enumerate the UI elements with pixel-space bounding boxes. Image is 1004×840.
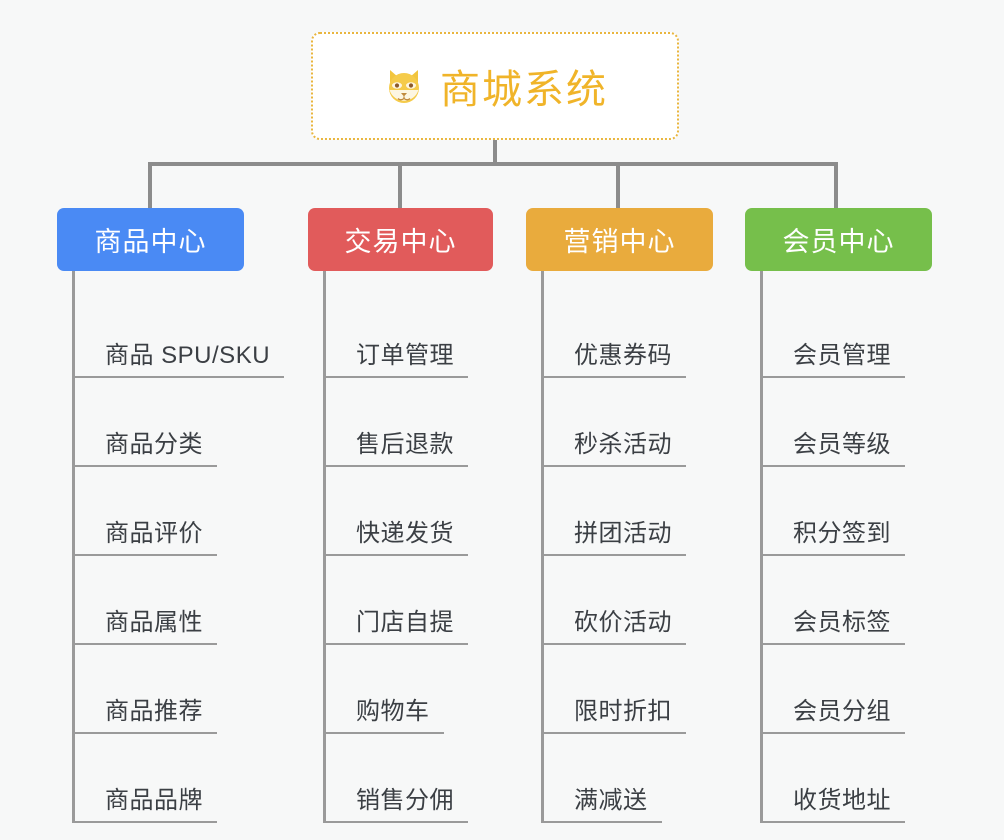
connector-drop-2: [398, 162, 402, 209]
leaf-list-trade: 订单管理 售后退款 快递发货 门店自提 购物车 销售分佣: [323, 271, 493, 823]
leaf-label: 收货地址: [763, 780, 905, 823]
leaf-label: 会员等级: [763, 424, 905, 467]
leaf-label: 优惠券码: [544, 335, 686, 378]
list-item[interactable]: 门店自提: [326, 556, 493, 645]
leaf-label: 快递发货: [326, 513, 468, 556]
category-box-trade[interactable]: 交易中心: [308, 208, 493, 271]
root-node[interactable]: 商城系统: [311, 32, 679, 140]
leaf-label: 订单管理: [326, 335, 468, 378]
leaf-label: 销售分佣: [326, 780, 468, 823]
category-box-member[interactable]: 会员中心: [745, 208, 932, 271]
list-item[interactable]: 会员管理: [763, 289, 932, 378]
leaf-label: 积分签到: [763, 513, 905, 556]
leaf-label: 门店自提: [326, 602, 468, 645]
leaf-label: 会员管理: [763, 335, 905, 378]
list-item[interactable]: 商品分类: [75, 378, 284, 467]
list-item[interactable]: 销售分佣: [326, 734, 493, 823]
connector-drop-3: [616, 162, 620, 209]
category-box-product[interactable]: 商品中心: [57, 208, 244, 271]
category-label: 交易中心: [344, 227, 457, 257]
leaf-label: 满减送: [544, 780, 662, 823]
list-item[interactable]: 限时折扣: [544, 645, 713, 734]
leaf-list-marketing: 优惠券码 秒杀活动 拼团活动 砍价活动 限时折扣 满减送: [541, 271, 713, 823]
leaf-label: 会员分组: [763, 691, 905, 734]
branch-column-member: 会员中心 会员管理 会员等级 积分签到 会员标签 会员分组 收货地址: [745, 208, 932, 823]
category-label: 会员中心: [782, 227, 895, 257]
category-label: 营销中心: [563, 227, 676, 257]
connector-drop-1: [148, 162, 152, 209]
leaf-list-product: 商品 SPU/SKU 商品分类 商品评价 商品属性 商品推荐 商品品牌: [72, 271, 285, 823]
list-item[interactable]: 会员标签: [763, 556, 932, 645]
connector-drop-4: [834, 162, 838, 209]
leaf-label: 限时折扣: [544, 691, 686, 734]
category-box-marketing[interactable]: 营销中心: [526, 208, 713, 271]
leaf-label: 商品 SPU/SKU: [75, 335, 285, 378]
leaf-label: 砍价活动: [544, 602, 686, 645]
connector-horizontal-bus: [148, 162, 838, 166]
branch-column-marketing: 营销中心 优惠券码 秒杀活动 拼团活动 砍价活动 限时折扣 满减送: [526, 208, 713, 823]
leaf-label: 秒杀活动: [544, 424, 686, 467]
connector-root-stem: [493, 140, 497, 165]
list-item[interactable]: 会员分组: [763, 645, 932, 734]
list-item[interactable]: 商品品牌: [75, 734, 284, 823]
list-item[interactable]: 商品推荐: [75, 645, 284, 734]
list-item[interactable]: 满减送: [544, 734, 713, 823]
leaf-list-member: 会员管理 会员等级 积分签到 会员标签 会员分组 收货地址: [760, 271, 932, 823]
shiba-dog-face-icon: [382, 64, 426, 108]
list-item[interactable]: 秒杀活动: [544, 378, 713, 467]
list-item[interactable]: 砍价活动: [544, 556, 713, 645]
leaf-label: 售后退款: [326, 424, 468, 467]
list-item[interactable]: 订单管理: [326, 289, 493, 378]
leaf-label: 商品推荐: [75, 691, 217, 734]
list-item[interactable]: 快递发货: [326, 467, 493, 556]
leaf-label: 商品品牌: [75, 780, 217, 823]
leaf-label: 商品分类: [75, 424, 217, 467]
list-item[interactable]: 拼团活动: [544, 467, 713, 556]
branch-column-product: 商品中心 商品 SPU/SKU 商品分类 商品评价 商品属性 商品推荐 商品品牌: [57, 208, 285, 823]
list-item[interactable]: 商品 SPU/SKU: [75, 289, 285, 378]
category-label: 商品中心: [94, 227, 207, 257]
list-item[interactable]: 积分签到: [763, 467, 932, 556]
root-title: 商城系统: [440, 68, 608, 112]
leaf-label: 会员标签: [763, 602, 905, 645]
list-item[interactable]: 商品评价: [75, 467, 284, 556]
leaf-label: 商品评价: [75, 513, 217, 556]
branch-column-trade: 交易中心 订单管理 售后退款 快递发货 门店自提 购物车 销售分佣: [308, 208, 493, 823]
leaf-label: 购物车: [326, 691, 444, 734]
list-item[interactable]: 售后退款: [326, 378, 493, 467]
list-item[interactable]: 商品属性: [75, 556, 284, 645]
list-item[interactable]: 收货地址: [763, 734, 932, 823]
list-item[interactable]: 会员等级: [763, 378, 932, 467]
leaf-label: 商品属性: [75, 602, 217, 645]
leaf-label: 拼团活动: [544, 513, 686, 556]
list-item[interactable]: 购物车: [326, 645, 493, 734]
list-item[interactable]: 优惠券码: [544, 289, 713, 378]
